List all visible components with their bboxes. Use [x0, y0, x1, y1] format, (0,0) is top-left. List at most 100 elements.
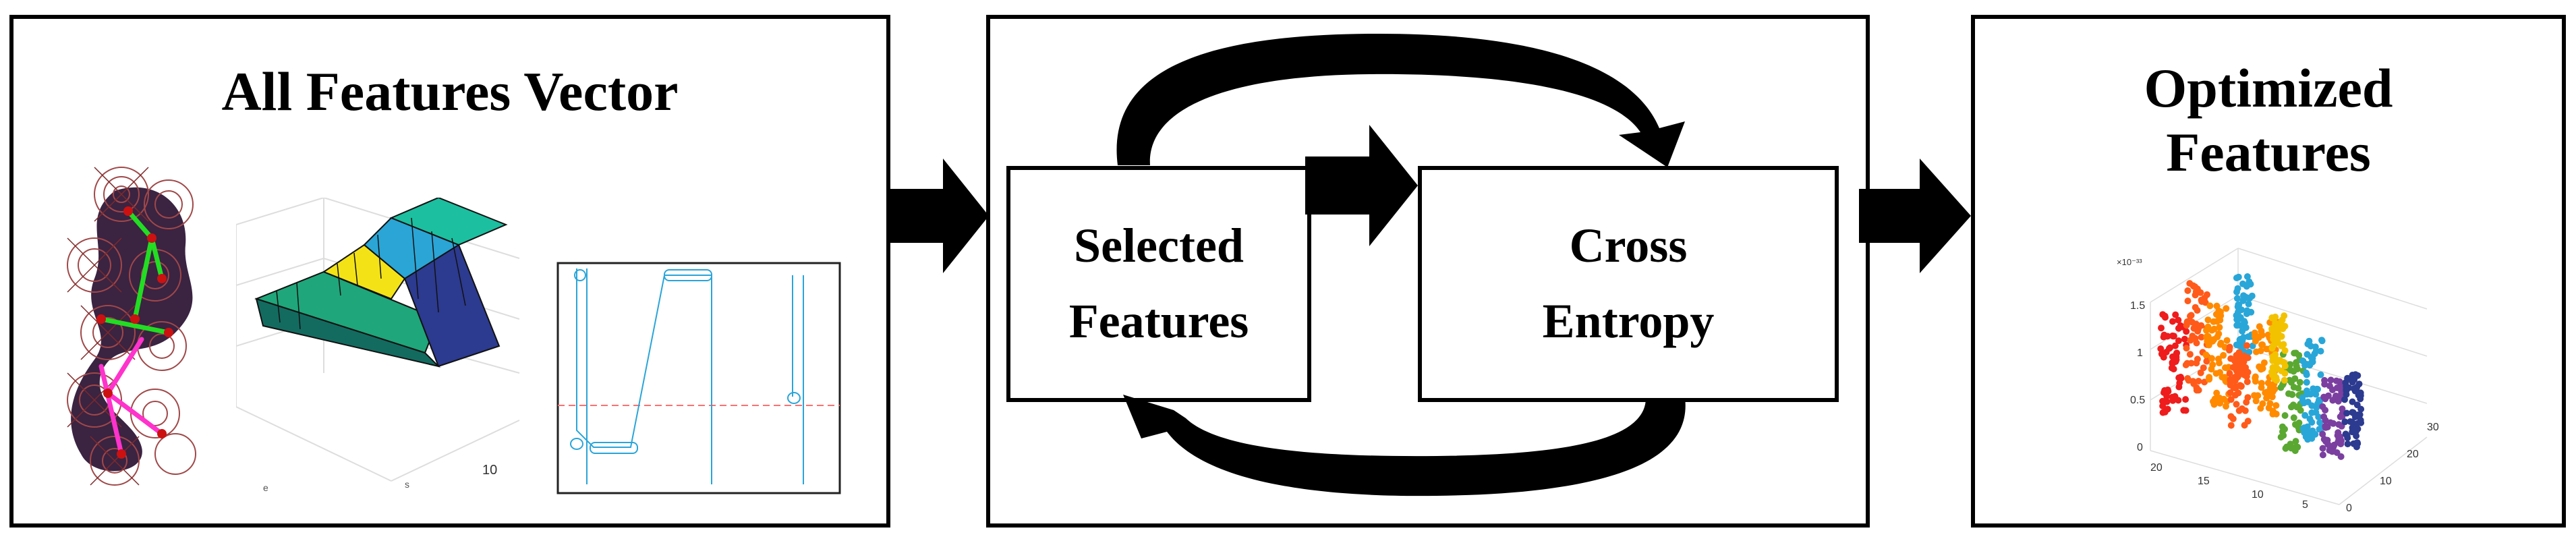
scatter-point	[2337, 453, 2345, 460]
scatter-point	[2217, 339, 2225, 347]
scatter-point	[2213, 389, 2221, 397]
scatter-point	[2287, 366, 2295, 374]
scatter-point	[2258, 341, 2266, 349]
scatter-point	[2233, 295, 2241, 302]
scatter-point	[2256, 323, 2263, 331]
scatter-point	[2239, 328, 2246, 335]
surface-axis-tick: 10	[482, 463, 497, 478]
scatter-point	[2204, 291, 2210, 298]
scatter-point	[2316, 426, 2323, 433]
scatter-point	[2171, 342, 2179, 349]
scatter-point	[2294, 443, 2301, 451]
scatter-point	[2329, 387, 2336, 393]
scatter-point	[2306, 337, 2313, 345]
scatter-point	[2233, 288, 2240, 295]
scatter-point	[2216, 316, 2224, 324]
scatter-point	[2175, 316, 2182, 324]
scatter-point	[2163, 398, 2171, 405]
scatter-point	[2353, 384, 2361, 391]
scatter-point	[2176, 379, 2183, 387]
scatter-point	[2343, 391, 2350, 398]
scatter-point	[2266, 384, 2274, 391]
scatter-point	[2215, 355, 2222, 363]
scatter-point	[2251, 329, 2258, 337]
scatter-point	[2184, 287, 2192, 294]
scatter-point	[2341, 396, 2348, 403]
scatter-point	[2186, 351, 2194, 358]
scatter-point	[2270, 342, 2277, 349]
scatter-point	[2214, 333, 2221, 341]
scatter-point	[2197, 369, 2204, 376]
scatter-point	[2238, 306, 2245, 314]
scatter-point	[2357, 419, 2365, 426]
scatter-point	[2234, 364, 2241, 372]
scatter-point	[2193, 339, 2200, 347]
scatter-point	[2173, 356, 2180, 364]
all-features-title: All Features Vector	[221, 61, 679, 122]
scatter-point	[2281, 347, 2289, 354]
all-features-panel: All Features Vector	[9, 15, 890, 528]
scatter-point	[2293, 363, 2300, 370]
scatter-point	[2210, 398, 2216, 405]
scatter-3d-plot-image: ×10⁻³³ 1.5 1 0.5 0 20 15 10 5 0 10 20 30	[2117, 248, 2439, 514]
scatter-point	[2312, 343, 2319, 351]
scatter-point	[2195, 378, 2202, 385]
scatter-point	[2293, 403, 2301, 411]
scatter-point	[2268, 368, 2275, 376]
scatter-point	[2308, 359, 2315, 366]
scatter-point	[2187, 312, 2194, 320]
scatter-point	[2157, 345, 2165, 352]
scatter-point	[2190, 324, 2198, 332]
x-tick-1: 15	[2198, 476, 2210, 487]
scatter-point	[2319, 451, 2326, 459]
arrow-left-to-middle	[889, 159, 989, 273]
scatter-point	[2219, 374, 2226, 381]
scatter-point	[2303, 351, 2311, 358]
scatter-point	[2277, 434, 2285, 440]
scatter-point	[2200, 364, 2207, 372]
scatter-point	[2183, 360, 2191, 367]
scatter-point	[2263, 345, 2270, 353]
scatter-point	[2235, 301, 2242, 308]
scatter-point	[2248, 292, 2256, 300]
optimized-features-panel: Optimized Features ×10⁻³³ 1.5 1 0.5 0 20…	[1971, 15, 2566, 528]
z-tick-1: 1	[2137, 347, 2143, 359]
scatter-point	[2212, 370, 2220, 377]
scatter-point	[2206, 302, 2214, 310]
scatter-point	[2272, 402, 2280, 409]
optimized-title-line2: Features	[2166, 121, 2371, 183]
cross-label: Cross	[1569, 219, 1688, 273]
scatter-point	[2243, 283, 2250, 290]
scatter-point	[2243, 342, 2250, 349]
scatter-point	[2302, 369, 2310, 376]
scatter-point	[2353, 372, 2360, 379]
skeleton-web-image	[67, 167, 196, 486]
scatter-point	[2245, 348, 2253, 355]
scatter-point	[2274, 365, 2281, 372]
scatter-point	[2194, 355, 2201, 363]
scatter-point	[2237, 358, 2243, 365]
scatter-point	[2216, 395, 2223, 401]
scatter-point	[2308, 419, 2316, 426]
scatter-point	[2276, 322, 2283, 329]
scatter-point	[2252, 378, 2259, 385]
x-tick-0: 20	[2150, 462, 2163, 474]
scatter-point	[2290, 414, 2297, 422]
scatter-point	[2327, 376, 2335, 384]
y-tick-2: 20	[2407, 449, 2419, 460]
scatter-point	[2299, 394, 2306, 401]
features-label: Features	[1068, 294, 1249, 348]
surface-axis-small-b: s	[405, 479, 409, 490]
scatter-point	[2355, 389, 2363, 397]
y-tick-1: 10	[2380, 476, 2392, 487]
scatter-point	[2198, 333, 2205, 341]
scatter-point	[2301, 362, 2309, 369]
scatter-point	[2203, 326, 2210, 334]
scatter-point	[2302, 433, 2310, 440]
scatter-point	[2322, 395, 2329, 403]
scatter-point	[2244, 418, 2252, 425]
scatter-point	[2243, 273, 2251, 280]
scatter-point	[2169, 318, 2176, 325]
scatter-point	[2263, 395, 2270, 402]
